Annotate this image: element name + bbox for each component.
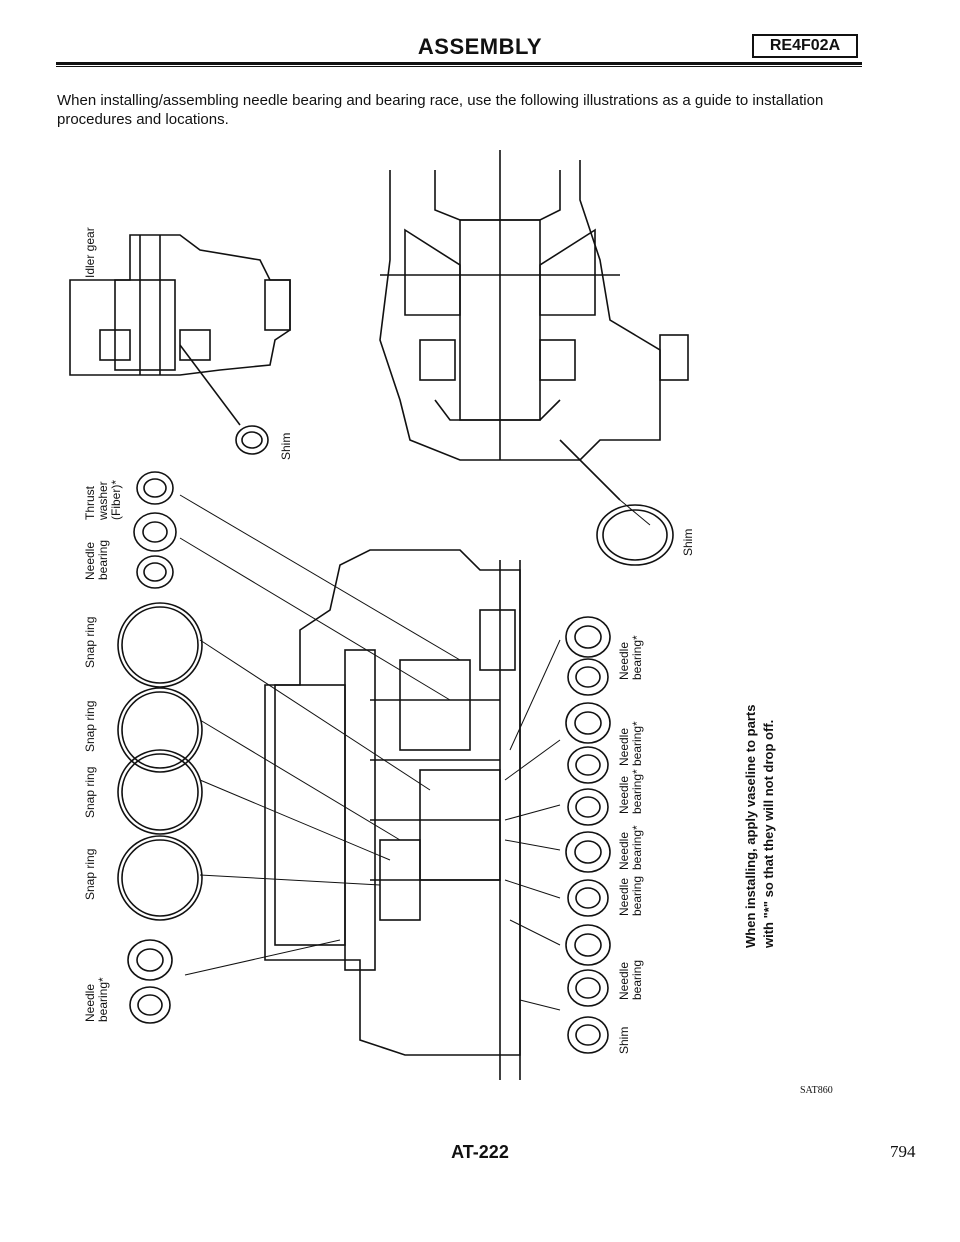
differential-detail: [379, 150, 689, 501]
label-snap-ring-4: Snap ring: [83, 848, 97, 900]
label-snap-ring-1: Snap ring: [83, 616, 97, 668]
left-column-parts: [117, 425, 269, 1024]
page-code: AT-222: [451, 1142, 509, 1162]
label-snap-ring-2: Snap ring: [83, 700, 97, 752]
header-rule: [56, 62, 862, 65]
leader-lines: [179, 494, 651, 1011]
label-snap-ring-3: Snap ring: [83, 766, 97, 818]
assembly-illustration: [40, 140, 920, 1080]
model-code-badge: RE4F02A: [752, 34, 858, 58]
label-shim-right: Shim: [681, 528, 695, 556]
page-number: 794: [890, 1142, 916, 1161]
intro-text: When installing/assembling needle bearin…: [57, 92, 824, 128]
vaseline-note: When installing, apply vaseline to parts…: [743, 704, 776, 948]
page-title: ASSEMBLY: [417, 34, 543, 59]
label-shim-bottom-right: Shim: [617, 1026, 631, 1054]
right-column-parts: [565, 504, 674, 1054]
label-idler-gear: Idler gear: [83, 227, 97, 278]
transaxle-exploded-diagram: [69, 150, 689, 1080]
figure-reference: SAT860: [800, 1085, 833, 1096]
label-shim-top-left: Shim: [279, 432, 293, 460]
idler-gear-detail: [69, 234, 291, 426]
transaxle-body: [264, 549, 521, 1080]
header-rule-thin: [56, 66, 862, 67]
